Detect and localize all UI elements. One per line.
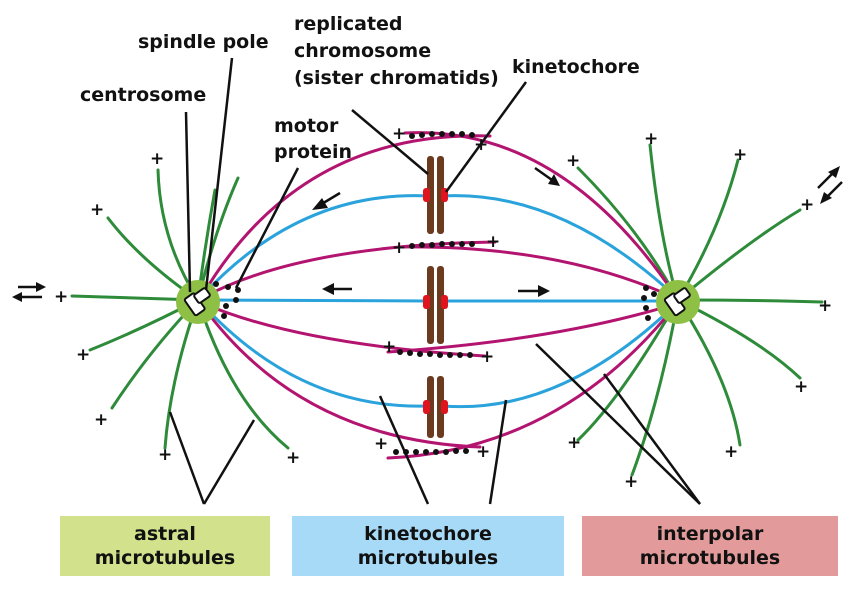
- legend-kinetochore-microtubules: kinetochore microtubules: [292, 516, 564, 576]
- legend-astral-line1: astral: [134, 523, 196, 545]
- plus-ends: + + + + + + + + + + + + + + + + + + + + …: [54, 124, 832, 492]
- plus-end-label: +: [94, 410, 108, 430]
- arrow-right-down-icon: [534, 166, 560, 186]
- plus-end-label: +: [818, 296, 832, 316]
- direction-arrows: [12, 166, 843, 302]
- plus-end-label: +: [392, 124, 406, 144]
- centrosome-right: [656, 280, 700, 324]
- plus-end-label: +: [567, 433, 581, 453]
- arrow-left-icon: [322, 283, 352, 295]
- plus-end-label: +: [624, 472, 638, 492]
- plus-end-label: +: [76, 345, 90, 365]
- label-replicated-line1: replicated: [294, 13, 403, 35]
- legend-interpolar-line2: microtubules: [639, 547, 781, 569]
- arrow-left-up-icon: [312, 191, 341, 210]
- plus-end-label: +: [474, 135, 488, 155]
- chromosome-bottom: [423, 376, 448, 438]
- label-kinetochore: kinetochore: [512, 56, 640, 78]
- chromosome-middle: [423, 266, 448, 344]
- label-motor-protein-line1: motor: [274, 115, 339, 137]
- label-spindle-pole: spindle pole: [138, 31, 269, 53]
- plus-end-label: +: [90, 200, 104, 220]
- plus-end-label: +: [382, 337, 396, 357]
- plus-end-label: +: [733, 145, 747, 165]
- plus-end-label: +: [158, 445, 172, 465]
- plus-end-label: +: [724, 442, 738, 462]
- label-motor-protein-line2: protein: [274, 141, 352, 163]
- legend-kinetochore-line1: kinetochore: [364, 523, 492, 545]
- plus-end-label: +: [644, 129, 658, 149]
- plus-end-label: +: [54, 287, 68, 307]
- arrow-right-icon: [518, 285, 550, 297]
- label-replicated-line2: chromosome: [294, 40, 431, 62]
- plus-end-label: +: [286, 448, 300, 468]
- astral-microtubules-right: [576, 143, 824, 477]
- pole-movement-right-icon: [817, 166, 843, 204]
- legend-interpolar-line1: interpolar: [656, 523, 764, 545]
- kinetochore-microtubules: [200, 194, 677, 409]
- motor-protein-dots: [213, 131, 657, 455]
- plus-end-label: +: [486, 232, 500, 252]
- legend-kinetochore-line2: microtubules: [357, 547, 499, 569]
- plus-end-label: +: [794, 377, 808, 397]
- centrosome-left: [176, 280, 220, 324]
- legend-astral-microtubules: astral microtubules: [60, 516, 270, 576]
- plus-end-label: +: [374, 434, 388, 454]
- diagram-labels: spindle pole centrosome motor protein re…: [80, 13, 640, 163]
- label-centrosome: centrosome: [80, 84, 206, 106]
- legend-interpolar-microtubules: interpolar microtubules: [582, 516, 838, 576]
- plus-end-label: +: [476, 442, 490, 462]
- pole-movement-left-icon: [12, 282, 46, 302]
- label-replicated-line3: (sister chromatids): [294, 67, 499, 89]
- plus-end-label: +: [150, 149, 164, 169]
- plus-end-label: +: [800, 195, 814, 215]
- plus-end-label: +: [566, 151, 580, 171]
- plus-end-label: +: [480, 347, 494, 367]
- chromosome-top: [423, 156, 448, 234]
- leader-lines: [168, 57, 702, 505]
- legend-astral-line2: microtubules: [94, 547, 236, 569]
- plus-end-label: +: [392, 238, 406, 258]
